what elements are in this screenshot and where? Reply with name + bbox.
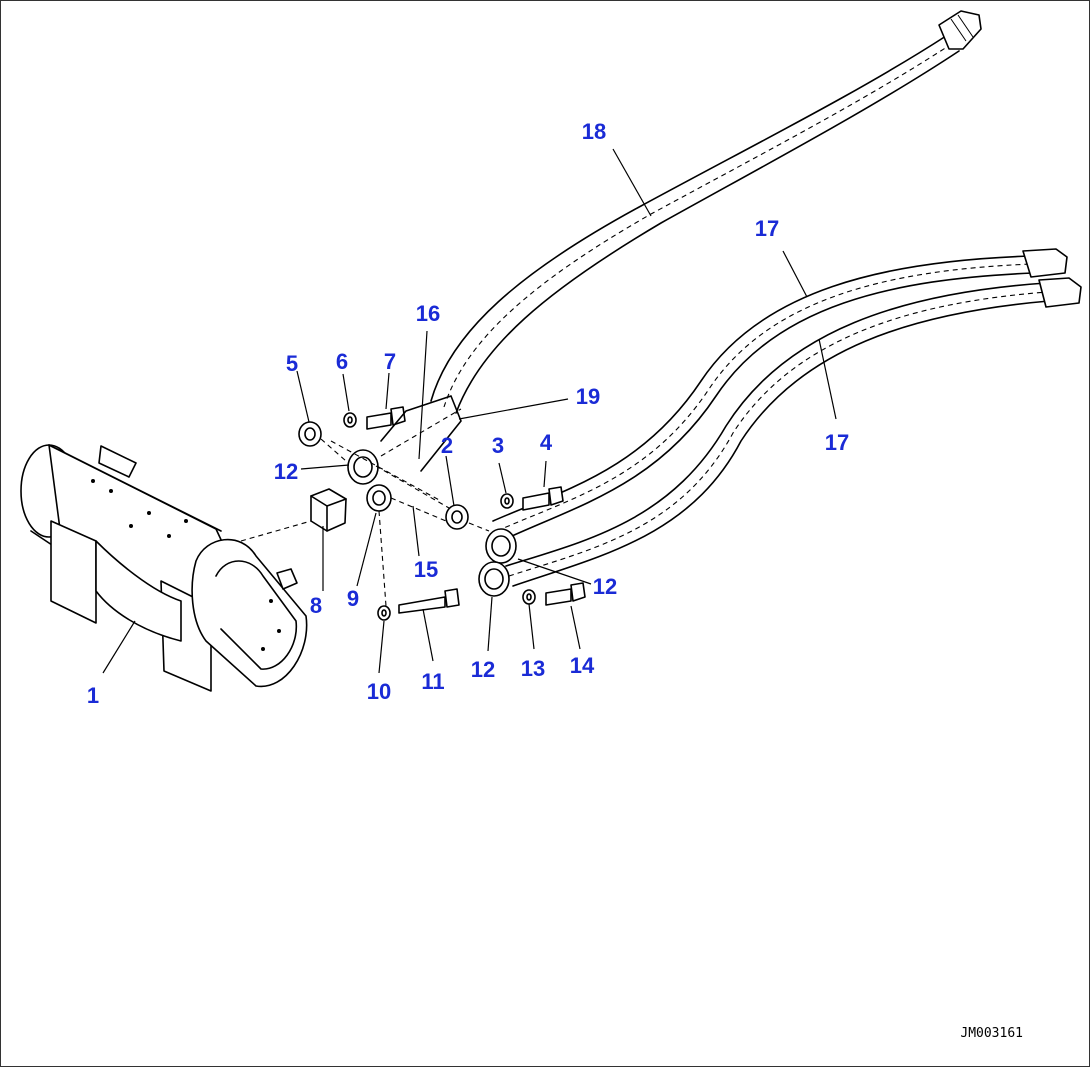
- flange-12-right-upper: [485, 528, 517, 564]
- callout-17-upper: 17: [755, 216, 779, 241]
- drawing-code: JM003161: [960, 1026, 1023, 1041]
- flange-5: [298, 421, 322, 447]
- bolt-7: [366, 406, 406, 430]
- block-part-8: [310, 488, 347, 532]
- washer-10: [377, 605, 391, 621]
- washer-6: [343, 412, 357, 428]
- callout-labels: 1 2 3 4 5 6 7 8 9 10 11 12 12 12 13 14 1…: [87, 119, 849, 708]
- callout-2: 2: [441, 433, 453, 458]
- callout-1: 1: [87, 683, 99, 708]
- callout-16: 16: [416, 301, 440, 326]
- callout-6: 6: [336, 349, 348, 374]
- callout-14: 14: [570, 653, 595, 678]
- callout-12-left: 12: [274, 459, 298, 484]
- flange-12-left: [347, 449, 379, 485]
- callout-8: 8: [310, 593, 322, 618]
- flange-2: [445, 504, 469, 530]
- callout-10: 10: [367, 679, 391, 704]
- callout-18: 18: [582, 119, 606, 144]
- callout-4: 4: [540, 430, 553, 455]
- flange-9: [366, 484, 392, 512]
- callout-9: 9: [347, 586, 359, 611]
- callout-17-lower: 17: [825, 430, 849, 455]
- callout-5: 5: [286, 351, 298, 376]
- hose-17-upper: [492, 248, 1068, 542]
- callout-19: 19: [576, 384, 600, 409]
- callout-3: 3: [492, 433, 504, 458]
- callout-12-bottom: 12: [471, 657, 495, 682]
- bolt-11: [398, 588, 460, 614]
- washer-13: [522, 589, 536, 605]
- hose-18: [430, 10, 982, 414]
- bolt-14: [545, 582, 586, 606]
- callout-7: 7: [384, 349, 396, 374]
- callout-12-right: 12: [593, 574, 617, 599]
- cylinder-part-1: [20, 444, 308, 692]
- bolt-4: [522, 486, 564, 511]
- callout-11: 11: [421, 669, 444, 694]
- flange-12-right-lower: [478, 561, 510, 597]
- callout-13: 13: [521, 656, 545, 681]
- hose-17-lower: [505, 277, 1082, 587]
- leader-lines: [102, 148, 837, 674]
- washer-3: [500, 493, 514, 509]
- callout-15: 15: [414, 557, 438, 582]
